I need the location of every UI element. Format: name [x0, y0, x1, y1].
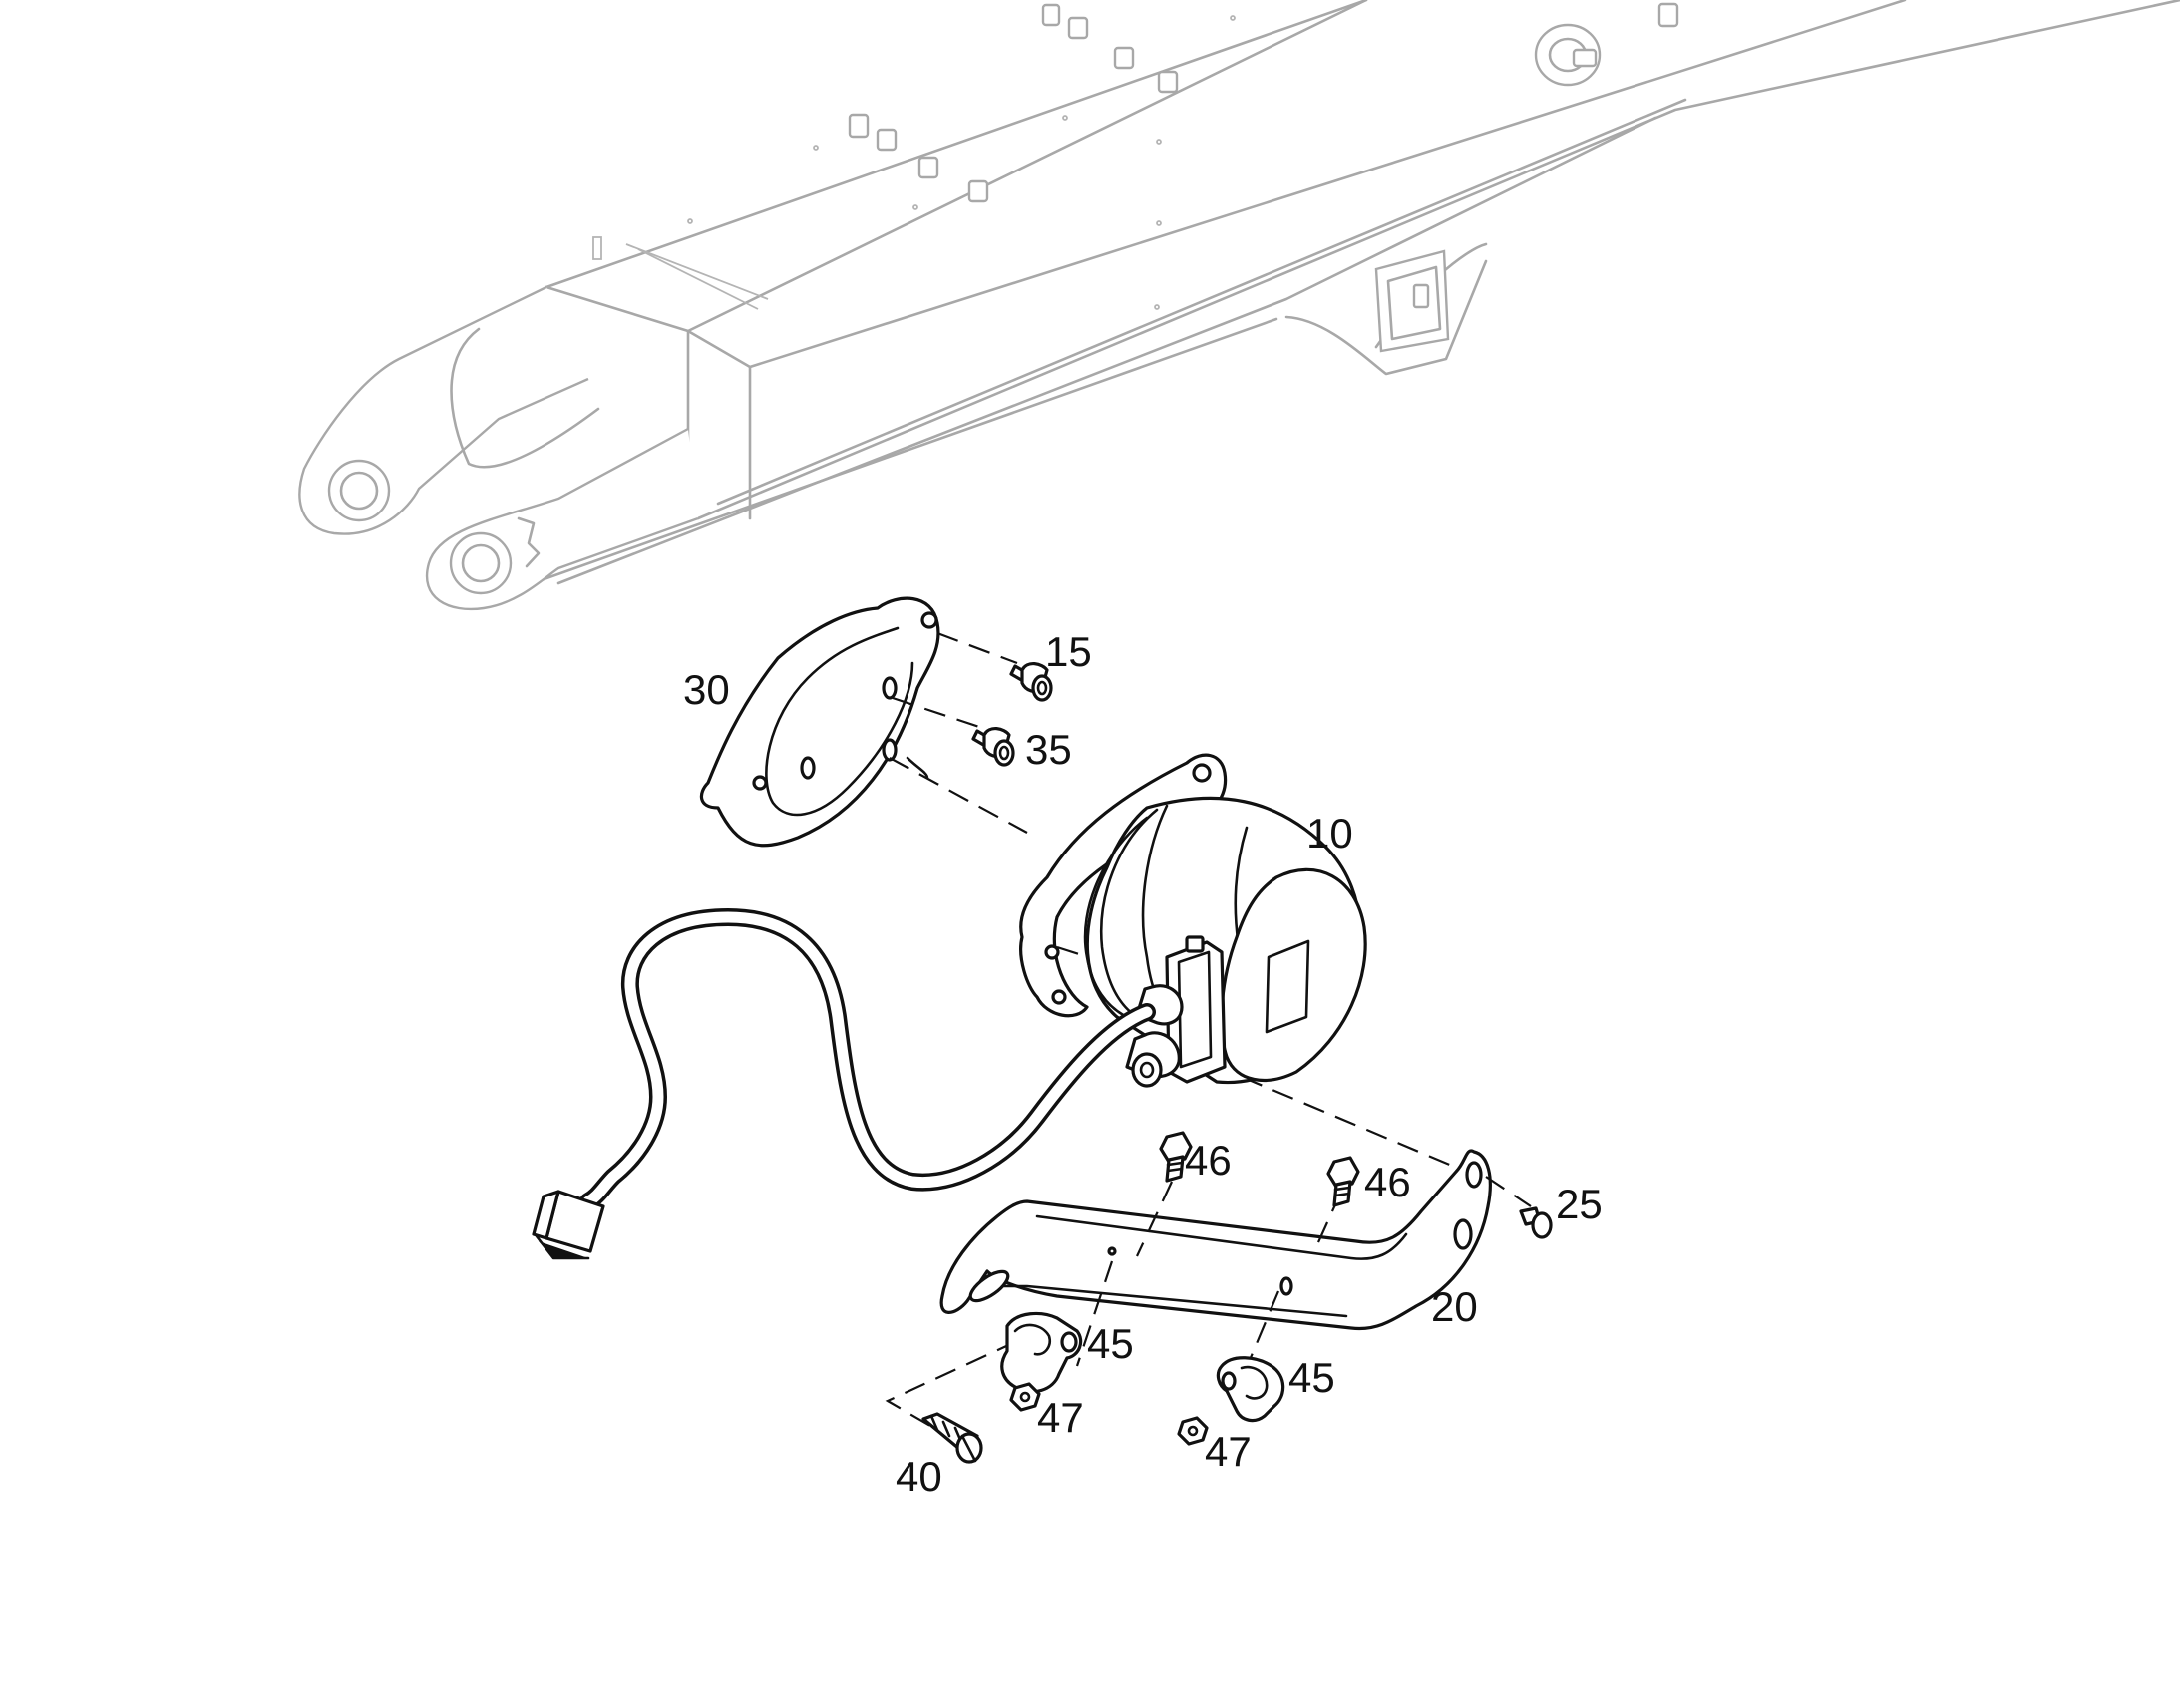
callout-46-right: 46 [1364, 1159, 1411, 1205]
clamp-45-right [1216, 1356, 1285, 1423]
nut-47-right [1177, 1416, 1209, 1446]
nut-47-left [1009, 1382, 1041, 1412]
callout-labels: 15 30 35 10 46 46 25 20 45 45 47 47 40 [683, 628, 1603, 1500]
motor-unit [1019, 753, 1367, 1088]
boom-pivot-boss [1534, 23, 1602, 87]
callout-35: 35 [1025, 726, 1072, 773]
cable-connector-plug [532, 1190, 605, 1260]
callout-20: 20 [1431, 1283, 1478, 1330]
screw-15 [1009, 662, 1053, 702]
callout-10: 10 [1306, 810, 1353, 856]
callout-15: 15 [1045, 628, 1092, 675]
callout-30: 30 [683, 666, 730, 713]
callout-46-left: 46 [1185, 1137, 1232, 1184]
screw-35 [971, 727, 1015, 767]
callout-47-left: 47 [1037, 1394, 1084, 1441]
mounting-bracket [939, 1149, 1492, 1331]
screw-25 [1519, 1206, 1553, 1239]
callout-45-right: 45 [1288, 1354, 1335, 1401]
callout-45-left: 45 [1087, 1320, 1134, 1367]
boom-side-window [1374, 249, 1450, 353]
boom-top-pads [687, 2, 1679, 310]
boom-arm [298, 0, 2180, 611]
callout-25: 25 [1556, 1181, 1603, 1227]
bolt-46-left [1159, 1131, 1193, 1183]
pin-40 [921, 1412, 983, 1464]
callout-47-right: 47 [1205, 1428, 1252, 1475]
clamp-45-left [1000, 1311, 1083, 1394]
cable-harness [579, 908, 1156, 1210]
bolt-46-right [1326, 1156, 1360, 1207]
callout-40: 40 [896, 1453, 942, 1500]
adapter-plate [699, 596, 940, 848]
